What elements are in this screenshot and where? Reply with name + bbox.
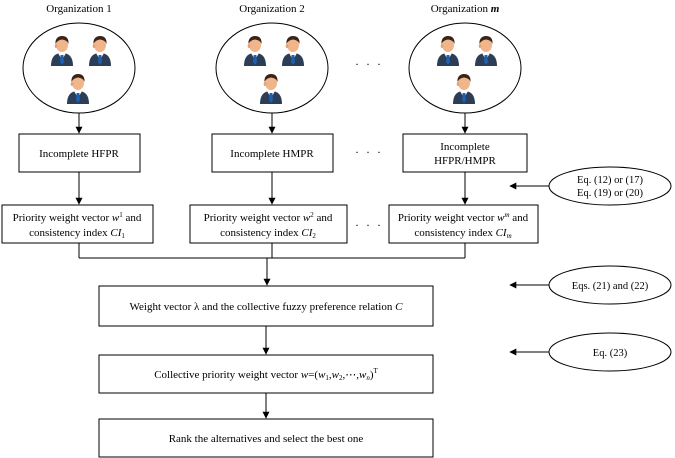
preference-box-m-label-line2: HFPR/HMPR (434, 155, 496, 167)
equation-ellipse-2-label: Eqs. (21) and (22) (572, 281, 649, 292)
priority-box-1-line2: consistency index CI1 (29, 227, 125, 240)
priority-box-m-line1: Priority weight vector wm and (398, 211, 529, 224)
collective-vector-label: Collective priority weight vector w=(w1,… (154, 367, 378, 382)
preference-box-1-label: Incomplete HFPR (39, 148, 119, 160)
organizations-ellipsis: · · · (355, 57, 383, 71)
priority-box-m (388, 204, 539, 244)
priority-box-2-line1: Priority weight vector w2 and (204, 211, 333, 224)
preference-box-2-label: Incomplete HMPR (230, 148, 314, 160)
equation-ellipse-1-line1: Eq. (12) or (17) (577, 175, 643, 186)
priority-box-1 (1, 204, 154, 244)
organization-2-title: Organization 2 (239, 3, 304, 15)
preference-ellipsis: · · · (355, 145, 383, 159)
organization-1-group (22, 22, 136, 114)
priority-box-2-line2: consistency index CI2 (220, 227, 316, 240)
organization-m-title: Organization m (431, 3, 500, 15)
organization-1-title: Organization 1 (46, 3, 111, 15)
rank-box (98, 418, 434, 458)
priority-box-1-line1: Priority weight vector w1 and (13, 211, 142, 224)
equation-ellipse-1 (548, 166, 672, 206)
collective-relation-label: Weight vector λ and the collective fuzzy… (130, 301, 404, 313)
organization-m-group (408, 22, 522, 114)
collective-vector-box (98, 354, 434, 394)
organization-2-group (215, 22, 329, 114)
collective-relation-box (98, 285, 434, 327)
priority-box-m-line2: consistency index CIm (414, 227, 511, 240)
rank-label: Rank the alternatives and select the bes… (169, 433, 364, 445)
equation-ellipse-3-label: Eq. (23) (593, 348, 628, 359)
preference-box-m-label-line1: Incomplete (440, 141, 490, 153)
priority-box-2 (189, 204, 348, 244)
priority-ellipsis: · · · (355, 218, 383, 232)
preference-box-2 (211, 133, 334, 173)
equation-ellipse-1-line2: Eq. (19) or (20) (577, 188, 643, 199)
preference-box-m (402, 133, 528, 173)
preference-box-1 (18, 133, 141, 173)
